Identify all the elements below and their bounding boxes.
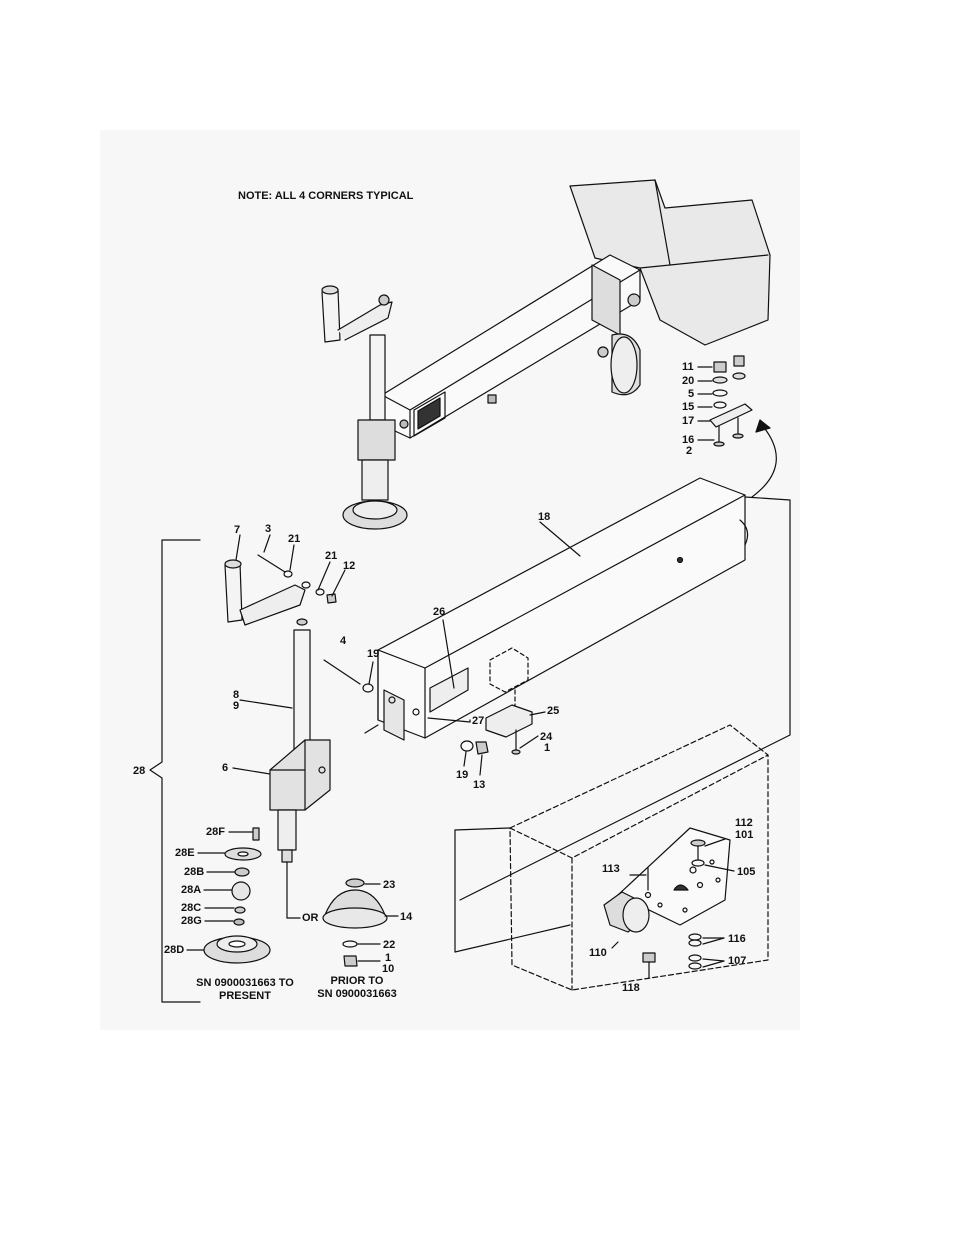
callout-20: 20 (682, 375, 694, 387)
callout-5: 5 (688, 388, 694, 400)
callout-1-upper: 1 (544, 742, 550, 754)
callout-18: 18 (538, 511, 550, 523)
callout-107: 107 (728, 955, 746, 967)
callout-2: 2 (686, 445, 692, 457)
callout-101: 101 (735, 829, 753, 841)
callout-7: 7 (234, 524, 240, 536)
callout-22: 22 (383, 939, 395, 951)
callout-26: 26 (433, 606, 445, 618)
callout-21-upper: 21 (288, 533, 300, 545)
callout-28C: 28C (181, 902, 201, 914)
callout-105: 105 (737, 866, 755, 878)
callout-116: 116 (728, 933, 746, 945)
callout-or: OR (302, 912, 319, 924)
callout-27: 27 (472, 715, 484, 727)
callout-9: 9 (233, 700, 239, 712)
callout-112: 112 (735, 817, 753, 829)
caption-present: SN 0900031663 TO PRESENT (182, 977, 308, 1003)
callout-12: 12 (343, 560, 355, 572)
caption-prior-line2: SN 0900031663 (305, 988, 409, 1001)
callout-11: 11 (682, 361, 694, 373)
caption-present-line2: PRESENT (182, 990, 308, 1003)
callout-28D: 28D (164, 944, 184, 956)
callout-28A: 28A (181, 884, 201, 896)
callout-28: 28 (133, 765, 145, 777)
callout-28G: 28G (181, 915, 202, 927)
callout-110: 110 (589, 947, 607, 959)
callout-23: 23 (383, 879, 395, 891)
note-text: NOTE: ALL 4 CORNERS TYPICAL (238, 190, 413, 202)
callout-17: 17 (682, 415, 694, 427)
caption-present-line1: SN 0900031663 TO (182, 977, 308, 990)
callout-19-upper: 19 (367, 648, 379, 660)
callout-3: 3 (265, 523, 271, 535)
callout-28F: 28F (206, 826, 225, 838)
callout-25: 25 (547, 705, 559, 717)
callout-28B: 28B (184, 866, 204, 878)
callout-13: 13 (473, 779, 485, 791)
callout-4: 4 (340, 635, 346, 647)
callout-113: 113 (602, 863, 620, 875)
callout-21-lower: 21 (325, 550, 337, 562)
callout-118: 118 (622, 982, 640, 994)
callout-10: 10 (382, 963, 394, 975)
callout-19-lower: 19 (456, 769, 468, 781)
caption-prior: PRIOR TO SN 0900031663 (305, 975, 409, 1001)
caption-prior-line1: PRIOR TO (305, 975, 409, 988)
callout-28E: 28E (175, 847, 195, 859)
callout-14: 14 (400, 911, 412, 923)
callout-15: 15 (682, 401, 694, 413)
callout-6: 6 (222, 762, 228, 774)
